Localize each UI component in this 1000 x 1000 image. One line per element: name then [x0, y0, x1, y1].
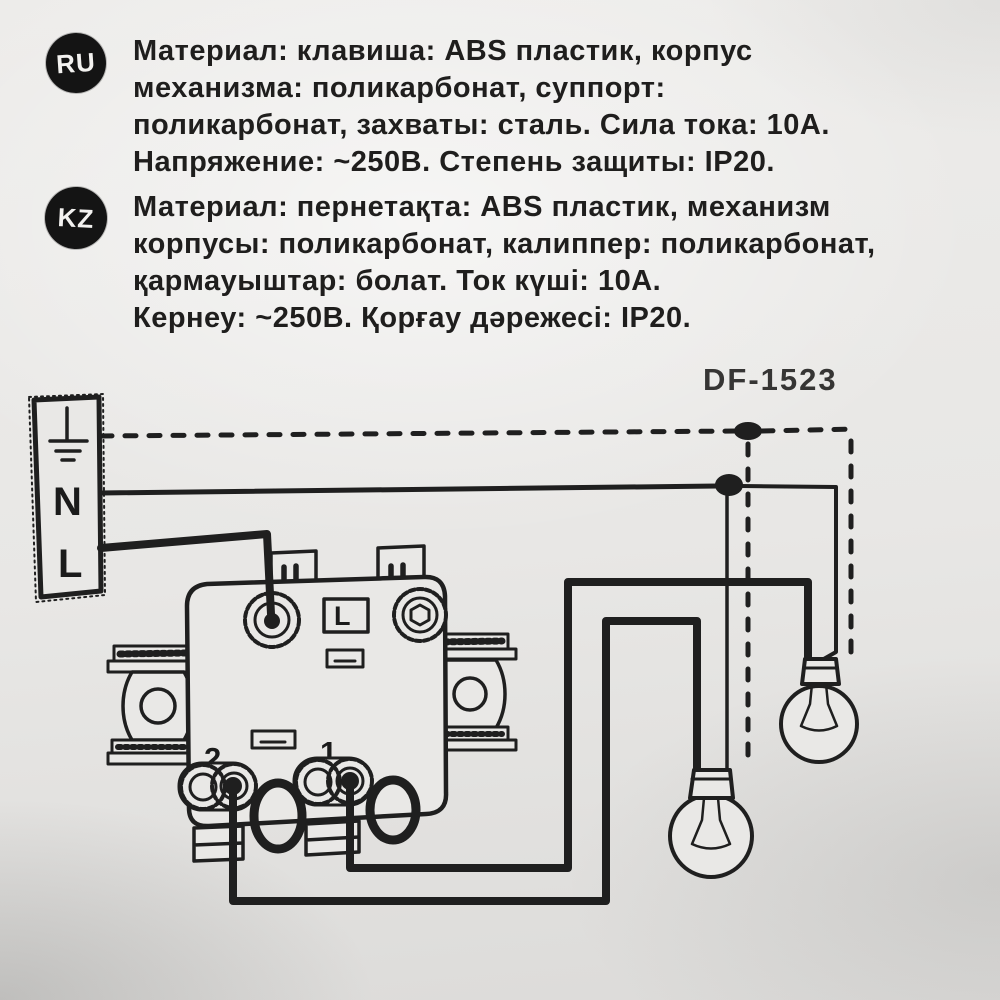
- body-slot: [250, 729, 297, 750]
- neutral-junction-dot: [715, 474, 743, 496]
- spec-line: Материал: пернетақта: ABS пластик, механ…: [133, 191, 831, 223]
- earth-wire: [98, 426, 859, 765]
- supply-terminal-box: N L: [28, 393, 106, 603]
- earth-wire-horizontal-right: [759, 426, 859, 434]
- light-bulb-icon: [779, 684, 859, 764]
- neutral-wire: [98, 483, 838, 772]
- line-wire: [97, 530, 275, 618]
- model-number: DF-1523: [703, 362, 838, 397]
- line-terminal-right: [392, 587, 448, 643]
- earth-wire-horizontal: [98, 428, 743, 439]
- supply-box-outline: [31, 394, 104, 600]
- bulb-socket: [800, 657, 841, 686]
- line-terminal-marking-box: [322, 597, 370, 634]
- cable-grommet: [365, 775, 421, 845]
- bulb-filament: [690, 796, 732, 850]
- lamp-1: [668, 768, 754, 879]
- cable-grommet: [249, 778, 307, 854]
- clamp-hole: [139, 687, 177, 725]
- supply-label-n: N: [53, 480, 82, 524]
- spec-line: Напряжение: ~250В. Степень защиты: IP20.: [133, 146, 775, 178]
- wire-end: [224, 777, 242, 795]
- bulb-filament: [799, 682, 839, 732]
- spec-text-kz: Материал: пернетақта: ABS пластик, механ…: [133, 189, 876, 337]
- neutral-branch-lamp2: [739, 484, 838, 662]
- spec-line: механизма: поликарбонат, суппорт:: [133, 72, 666, 104]
- clamp-hole: [452, 676, 488, 712]
- spec-line: Кернеу: ~250В. Қорғау дәрежесі: IP20.: [133, 302, 692, 334]
- spec-line: корпусы: поликарбонат, калиппер: поликар…: [133, 228, 876, 260]
- switch-mechanism: L 2 1: [106, 544, 518, 863]
- supply-box-stipple: [28, 393, 106, 603]
- spec-line: Материал: клавиша: ABS пластик, корпус: [133, 35, 753, 67]
- spec-line: қармауыштар: болат. Ток күші: 10А.: [133, 265, 662, 297]
- lamp-2: [779, 657, 859, 764]
- neutral-wire-horizontal: [98, 483, 721, 496]
- switch-to-lamp1-wire: [229, 617, 701, 905]
- line-wire-end: [264, 613, 280, 629]
- light-bulb-icon: [668, 793, 754, 879]
- earth-ground-icon: [48, 406, 89, 462]
- screw-head: [409, 603, 431, 627]
- switch-label-l: L: [334, 601, 351, 631]
- terminal-pair-1: [292, 756, 374, 807]
- earth-junction-dot: [734, 422, 762, 440]
- terminal-pair-2: [177, 761, 258, 812]
- spec-line: поликарбонат, захваты: сталь. Сила тока:…: [133, 109, 830, 141]
- mounting-tab: [304, 819, 361, 857]
- supply-label-l: L: [58, 542, 82, 586]
- wire-end: [341, 772, 359, 790]
- bulb-socket: [688, 768, 735, 800]
- body-slot: [325, 648, 365, 669]
- clamp-bar: [106, 751, 200, 766]
- spec-text-ru: Материал: клавиша: ABS пластик, корпус м…: [133, 33, 830, 181]
- switch-to-lamp2-wire: [346, 578, 812, 872]
